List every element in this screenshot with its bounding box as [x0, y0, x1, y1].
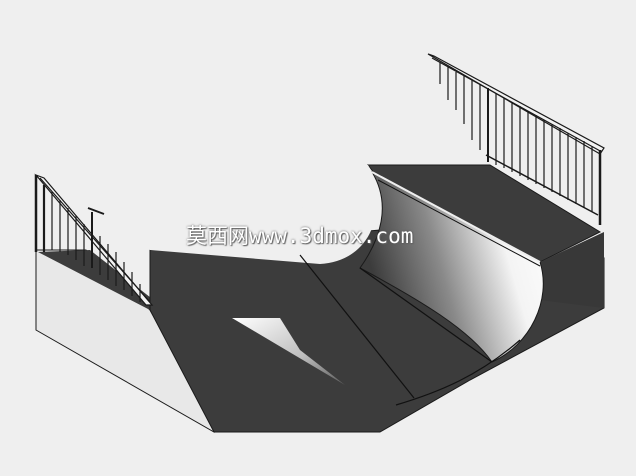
right-coping [371, 171, 541, 263]
floor-highlight [232, 318, 345, 385]
right-railing [427, 53, 605, 225]
watermark-text: 莫西网www.3dmox.com [186, 224, 414, 248]
floor-seam-2 [359, 267, 493, 363]
left-railing [34, 173, 154, 306]
right-deck-edge [540, 232, 604, 308]
floor-base-curve [395, 339, 521, 406]
light-area [90, 165, 377, 264]
halfpipe-transition [359, 170, 544, 363]
right-coping-shadow [377, 179, 541, 267]
floor-seam-1 [299, 254, 415, 399]
